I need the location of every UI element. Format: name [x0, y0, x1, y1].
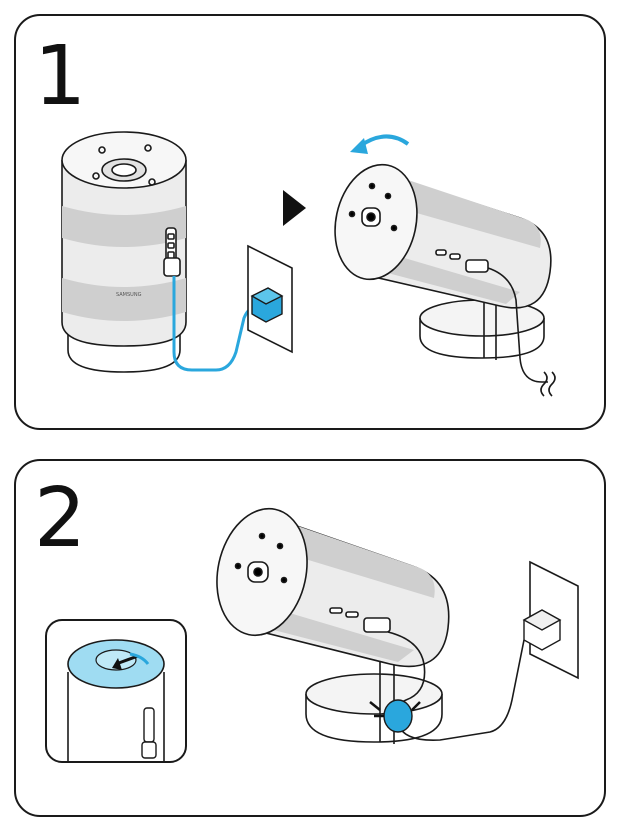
inset-detail — [45, 619, 187, 763]
rotate-arrow-icon — [350, 134, 410, 154]
cable-break-icon — [540, 371, 556, 397]
step-2-number: 2 — [34, 471, 87, 566]
brand-label: SAMSUNG — [116, 292, 142, 298]
upright-projector-icon — [61, 131, 187, 373]
tilted-projector-icon — [334, 163, 552, 360]
arrow-right-icon — [283, 190, 306, 226]
cable-clip-icon — [369, 699, 421, 733]
cable-icon — [487, 267, 548, 383]
tilted-projector-icon — [216, 507, 450, 744]
power-adapter-icon — [522, 609, 562, 651]
step-1-number: 1 — [34, 29, 87, 124]
power-adapter-icon — [250, 287, 284, 323]
